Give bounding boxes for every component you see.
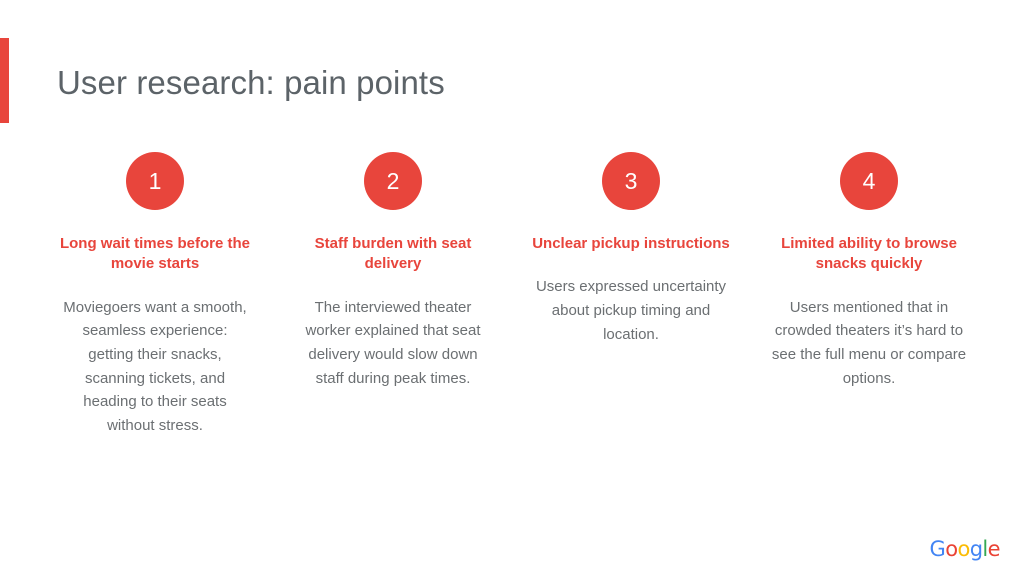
pain-point-badge-1: 1 — [126, 152, 184, 210]
pain-point-body-1: Moviegoers want a smooth, seamless exper… — [63, 298, 247, 434]
pain-point-number-2: 2 — [386, 167, 400, 194]
page-title: User research: pain points — [57, 64, 445, 101]
google-logo-letter-1: o — [945, 537, 958, 561]
google-logo-letter-2: o — [957, 537, 970, 561]
google-logo-letter-5: e — [987, 537, 1001, 561]
google-logo-letter-3: g — [969, 537, 983, 561]
pain-point-heading-1: Long wait times before the movie starts — [59, 235, 251, 273]
pain-point-badge-2: 2 — [364, 152, 422, 210]
pain-point-body-4: Users mentioned that in crowded theaters… — [771, 298, 967, 387]
pain-point-heading-4: Limited ability to browse snacks quickly — [781, 235, 957, 273]
google-logo-letter-0: G — [929, 537, 946, 561]
pain-point-heading-2: Staff burden with seat delivery — [314, 235, 472, 273]
pain-point-body-2: The interviewed theater worker explained… — [305, 298, 481, 387]
pain-point-column-2: 2 Staff burden with seat delivery The in… — [274, 152, 512, 390]
pain-point-column-3: 3 Unclear pickup instructions Users expr… — [512, 152, 750, 346]
pain-point-heading-3: Unclear pickup instructions — [532, 235, 730, 252]
pain-point-number-3: 3 — [624, 167, 638, 194]
pain-point-column-1: 1 Long wait times before the movie start… — [36, 152, 274, 438]
pain-point-number-1: 1 — [148, 167, 162, 194]
title-accent-bar — [0, 38, 9, 123]
pain-point-badge-4: 4 — [840, 152, 898, 210]
google-logo-letter-4: l — [982, 537, 988, 561]
pain-point-column-4: 4 Limited ability to browse snacks quick… — [750, 152, 988, 390]
pain-points-columns: 1 Long wait times before the movie start… — [36, 152, 988, 438]
pain-point-number-4: 4 — [862, 167, 876, 194]
google-logo: Google — [930, 539, 1001, 560]
pain-point-badge-3: 3 — [602, 152, 660, 210]
pain-point-body-3: Users expressed uncertainty about pickup… — [535, 278, 727, 343]
